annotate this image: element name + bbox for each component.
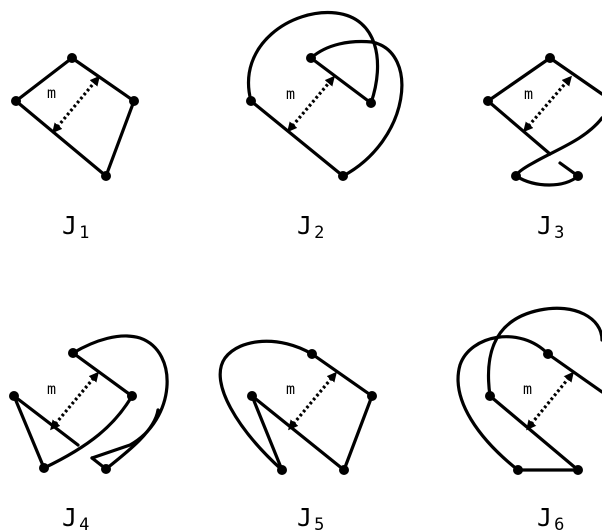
- vertex: [306, 53, 316, 63]
- vertex: [573, 171, 583, 181]
- vertex: [9, 391, 19, 401]
- vertex: [573, 465, 583, 475]
- edge: [12, 394, 80, 447]
- figure-label-subscript: 4: [79, 515, 89, 531]
- edge: [514, 116, 602, 178]
- m-arrow: [288, 371, 337, 431]
- edge: [486, 56, 602, 103]
- figure-label-name: J: [537, 211, 552, 240]
- vertex: [485, 391, 495, 401]
- vertex: [39, 463, 49, 473]
- vertex: [277, 465, 287, 475]
- edge: [247, 10, 380, 105]
- figure-label-subscript: 5: [314, 515, 324, 531]
- edge: [218, 339, 314, 472]
- m-label: m: [524, 85, 533, 103]
- vertex: [67, 53, 77, 63]
- m-label: m: [47, 380, 56, 398]
- edge: [514, 174, 580, 187]
- figure-label-subscript: 2: [314, 223, 324, 243]
- vertex: [366, 98, 376, 108]
- vertex: [543, 349, 553, 359]
- edge: [249, 99, 345, 178]
- edge: [250, 394, 346, 472]
- m-arrow: [523, 75, 572, 133]
- vertex: [545, 53, 555, 63]
- edge: [456, 335, 550, 472]
- vertex: [338, 171, 348, 181]
- m-arrow: [52, 75, 100, 134]
- vertex: [68, 348, 78, 358]
- vertex: [127, 391, 137, 401]
- edge: [309, 56, 373, 105]
- edge: [12, 394, 46, 470]
- m-arrow: [287, 75, 335, 133]
- edge: [486, 99, 552, 156]
- edge: [341, 40, 404, 178]
- vertex: [246, 96, 256, 106]
- edge: [42, 394, 134, 470]
- figure-label-name: J: [537, 503, 552, 531]
- vertex: [483, 96, 493, 106]
- vertex: [11, 96, 21, 106]
- m-label: m: [47, 84, 56, 102]
- m-arrow: [50, 371, 99, 431]
- vertex: [247, 391, 257, 401]
- vertex: [513, 465, 523, 475]
- figure-label-name: J: [297, 503, 312, 531]
- vertex: [367, 391, 377, 401]
- edge: [14, 56, 136, 178]
- vertex: [101, 171, 111, 181]
- m-label: m: [286, 85, 295, 103]
- edge: [486, 306, 602, 398]
- vertex: [511, 171, 521, 181]
- vertex: [101, 464, 111, 474]
- vertex: [339, 465, 349, 475]
- m-arrow: [526, 371, 574, 431]
- edge: [546, 352, 602, 394]
- edge: [104, 408, 160, 471]
- vertex: [307, 349, 317, 359]
- edge: [71, 334, 169, 460]
- vertex: [129, 96, 139, 106]
- edge: [488, 394, 580, 472]
- figure-label-subscript: 1: [79, 223, 89, 243]
- figure-label-name: J: [297, 211, 312, 240]
- m-label: m: [523, 380, 532, 398]
- figure-label-subscript: 6: [554, 515, 564, 531]
- figure-label-name: J: [62, 211, 77, 240]
- figure-label-subscript: 3: [554, 223, 564, 243]
- m-label: m: [286, 380, 295, 398]
- edge: [309, 39, 374, 60]
- edge: [71, 351, 134, 398]
- figure-label-name: J: [62, 503, 77, 531]
